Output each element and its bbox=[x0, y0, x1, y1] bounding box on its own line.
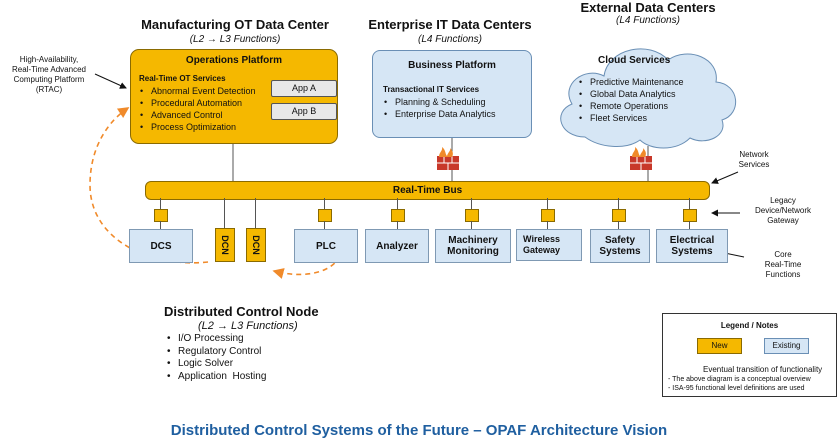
list-item: Remote Operations bbox=[576, 100, 684, 112]
legend-arrow-note: Eventual transition of functionality bbox=[703, 365, 823, 374]
enterprise-subtitle: (L4 Functions) bbox=[418, 34, 482, 45]
business-platform-title: Business Platform bbox=[408, 60, 496, 71]
legend-title: Legend / Notes bbox=[720, 321, 779, 330]
manufacturing-subtitle: (L2 → L3 Functions) bbox=[189, 34, 281, 45]
operations-platform: Operations Platform Real-Time OT Service… bbox=[130, 49, 338, 144]
connector-line bbox=[618, 221, 619, 229]
list-item: Process Optimization bbox=[137, 121, 256, 133]
cloud-services-title: Cloud Services bbox=[598, 55, 671, 66]
dcn-label: DCN bbox=[251, 235, 261, 255]
operations-platform-title: Operations Platform bbox=[185, 55, 283, 66]
rtac-label: High-Availability, Real-Time Advanced Co… bbox=[12, 55, 86, 94]
app-b-box: App B bbox=[271, 103, 337, 120]
bus-connector bbox=[683, 209, 697, 222]
list-item: Planning & Scheduling bbox=[381, 96, 496, 108]
enterprise-header: Enterprise IT Data Centers bbox=[368, 17, 532, 32]
bus-connector bbox=[318, 209, 332, 222]
analyzer-box: Analyzer bbox=[365, 229, 429, 263]
connector-line bbox=[471, 221, 472, 229]
safety-systems-box: Safety Systems bbox=[590, 229, 650, 263]
external-header: External Data Centers bbox=[580, 0, 716, 15]
it-services-list: Planning & Scheduling Enterprise Data An… bbox=[381, 96, 496, 120]
app-a-box: App A bbox=[271, 80, 337, 97]
electrical-systems-box: Electrical Systems bbox=[656, 229, 728, 263]
connector-line bbox=[160, 198, 161, 209]
list-item: Application Hosting bbox=[164, 371, 266, 384]
connector-line bbox=[397, 198, 398, 209]
list-item: Advanced Control bbox=[137, 109, 256, 121]
firewall-icon bbox=[630, 147, 652, 170]
list-item: Enterprise Data Analytics bbox=[381, 108, 496, 120]
bus-connector bbox=[465, 209, 479, 222]
connector-line bbox=[255, 198, 256, 228]
manufacturing-header: Manufacturing OT Data Center bbox=[141, 17, 329, 32]
connector-line bbox=[324, 221, 325, 229]
bus-connector bbox=[541, 209, 555, 222]
bus-connector bbox=[391, 209, 405, 222]
connector-line bbox=[224, 198, 225, 228]
connector-line bbox=[689, 221, 690, 229]
ot-services-list: Abnormal Event Detection Procedural Auto… bbox=[137, 85, 256, 133]
connector-line bbox=[547, 221, 548, 229]
dcn-block-title: Distributed Control Node bbox=[164, 304, 319, 319]
list-item: Abnormal Event Detection bbox=[137, 85, 256, 97]
list-item: I/O Processing bbox=[164, 333, 266, 346]
real-time-bus: Real-Time Bus bbox=[145, 181, 710, 200]
bus-connector bbox=[154, 209, 168, 222]
core-functions-label: Core Real-Time Functions bbox=[764, 250, 802, 279]
network-services-label: Network Services bbox=[738, 150, 770, 169]
dcn-block-subtitle: (L2 → L3 Functions) bbox=[198, 320, 298, 332]
connector-line bbox=[397, 221, 398, 229]
connector-line bbox=[324, 198, 325, 209]
connector-line bbox=[160, 221, 161, 229]
connector-line bbox=[471, 198, 472, 209]
it-services-title: Transactional IT Services bbox=[383, 85, 480, 94]
diagram-caption: Distributed Control Systems of the Futur… bbox=[170, 422, 668, 439]
wireless-gateway-box: Wireless Gateway bbox=[516, 229, 582, 261]
legend-box: Legend / Notes New Existing Eventual tra… bbox=[662, 313, 837, 397]
dcn-box-1: DCN bbox=[215, 228, 235, 262]
legacy-gateway-label: Legacy Device/Network Gateway bbox=[754, 196, 811, 225]
external-subtitle: (L4 Functions) bbox=[616, 15, 680, 26]
dcn-function-list: I/O Processing Regulatory Control Logic … bbox=[164, 333, 266, 383]
plc-box: PLC bbox=[294, 229, 358, 263]
dcn-label: DCN bbox=[220, 235, 230, 255]
ot-services-title: Real-Time OT Services bbox=[139, 74, 226, 83]
list-item: Regulatory Control bbox=[164, 346, 266, 359]
legend-existing-swatch: Existing bbox=[764, 338, 809, 354]
legend-note-1: - The above diagram is a conceptual over… bbox=[668, 376, 811, 383]
business-platform: Business Platform Transactional IT Servi… bbox=[372, 50, 532, 138]
connector-line bbox=[547, 198, 548, 209]
dcn-box-2: DCN bbox=[246, 228, 266, 262]
connector-line bbox=[618, 198, 619, 209]
legend-note-2: - ISA-95 functional level definitions ar… bbox=[668, 385, 805, 392]
cloud-services-list: Predictive Maintenance Global Data Analy… bbox=[576, 76, 684, 124]
list-item: Global Data Analytics bbox=[576, 88, 684, 100]
list-item: Logic Solver bbox=[164, 358, 266, 371]
list-item: Predictive Maintenance bbox=[576, 76, 684, 88]
dcs-box: DCS bbox=[129, 229, 193, 263]
bus-connector bbox=[612, 209, 626, 222]
list-item: Procedural Automation bbox=[137, 97, 256, 109]
machinery-monitoring-box: Machinery Monitoring bbox=[435, 229, 511, 263]
list-item: Fleet Services bbox=[576, 112, 684, 124]
connector-line bbox=[689, 198, 690, 209]
firewall-icon bbox=[437, 147, 459, 170]
legend-new-swatch: New bbox=[697, 338, 742, 354]
